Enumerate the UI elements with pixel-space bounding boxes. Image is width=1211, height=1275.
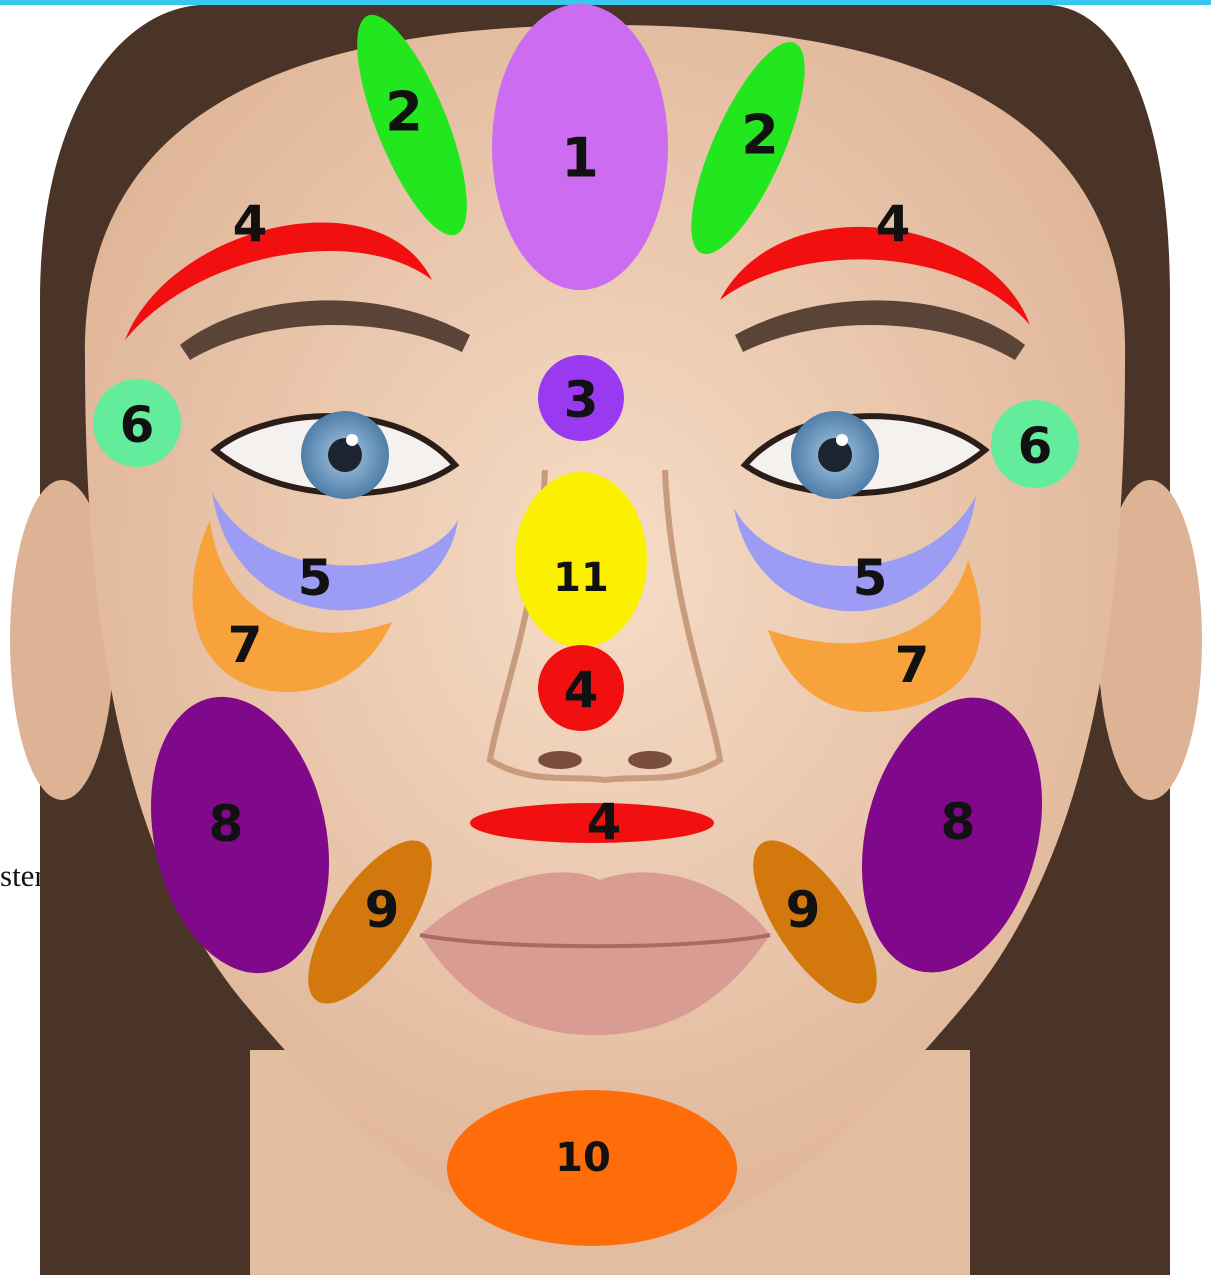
zone-9-left-label: 9 <box>365 881 400 939</box>
zone-4-lip-label: 4 <box>587 793 622 851</box>
zone-4-brow-right-label: 4 <box>876 195 911 253</box>
zone-8-right-label: 8 <box>941 793 976 851</box>
zone-11-label: 11 <box>553 555 609 601</box>
left-nostril <box>538 751 582 769</box>
zone-6-right-label: 6 <box>1018 417 1053 475</box>
zone-2-left-label: 2 <box>385 81 423 144</box>
zone-3-label: 3 <box>564 371 599 429</box>
zone-4-nose-label: 4 <box>564 661 599 719</box>
zone-10-label: 10 <box>555 1135 611 1181</box>
right-nostril <box>628 751 672 769</box>
zone-8-left-label: 8 <box>209 795 244 853</box>
zone-4-brow-left-label: 4 <box>233 195 268 253</box>
zone-2-right-label: 2 <box>741 104 779 167</box>
zone-7-right-label: 7 <box>895 636 930 694</box>
zone-7-left-label: 7 <box>228 616 263 674</box>
zone-5-left-label: 5 <box>298 549 333 607</box>
zone-9-right-label: 9 <box>786 881 821 939</box>
zone-1-label: 1 <box>561 127 599 190</box>
zone-6-left-label: 6 <box>120 396 155 454</box>
zone-5-right-label: 5 <box>853 549 888 607</box>
